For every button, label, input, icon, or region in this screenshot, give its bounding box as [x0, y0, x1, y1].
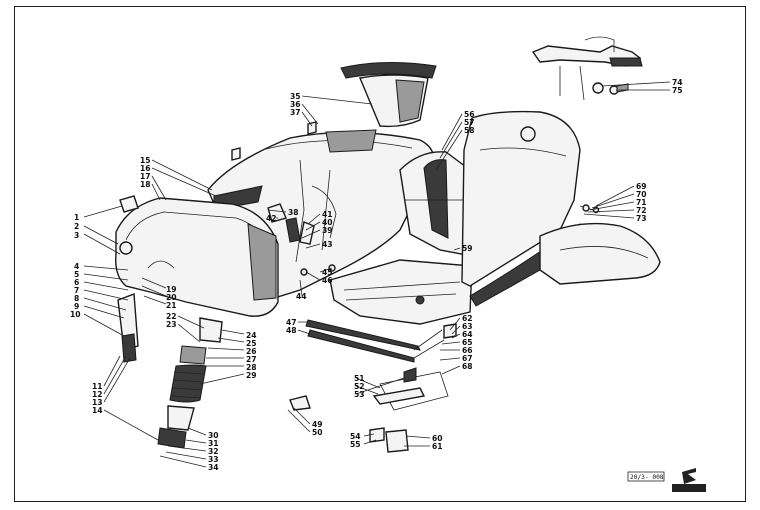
label-62: 62 — [462, 314, 473, 323]
label-38: 38 — [288, 208, 299, 217]
label-17: 17 — [140, 172, 151, 181]
label-40: 40 — [322, 218, 333, 227]
label-61: 61 — [432, 442, 443, 451]
label-21: 21 — [166, 301, 177, 310]
label-68: 68 — [462, 362, 473, 371]
label-7: 7 — [74, 286, 79, 295]
label-6: 6 — [74, 278, 79, 287]
label-5: 5 — [74, 270, 79, 279]
side-panel — [115, 195, 279, 317]
label-41: 41 — [322, 210, 333, 219]
label-26: 26 — [246, 347, 257, 356]
label-36: 36 — [290, 100, 301, 109]
label-63: 63 — [462, 322, 473, 331]
label-27: 27 — [246, 355, 257, 364]
label-9: 9 — [74, 302, 79, 311]
label-13: 13 — [92, 398, 103, 407]
label-8: 8 — [74, 294, 79, 303]
handlebar-detail — [531, 36, 643, 101]
label-22: 22 — [166, 312, 177, 321]
label-57: 57 — [464, 118, 475, 127]
label-31: 31 — [208, 439, 219, 448]
label-28: 28 — [246, 363, 257, 372]
label-56: 56 — [464, 110, 475, 119]
label-33: 33 — [208, 455, 219, 464]
label-74: 74 — [672, 78, 683, 87]
label-64: 64 — [462, 330, 473, 339]
label-50: 50 — [312, 428, 323, 437]
drawing-border — [14, 6, 746, 502]
label-23: 23 — [166, 320, 177, 329]
drawing-code-box: 20/3- 008 — [627, 471, 665, 482]
frame-tunnel — [399, 151, 473, 257]
label-65: 65 — [462, 338, 473, 347]
label-43: 43 — [322, 240, 333, 249]
label-66: 66 — [462, 346, 473, 355]
brackets — [369, 427, 409, 453]
label-45: 45 — [322, 268, 333, 277]
label-39: 39 — [322, 226, 333, 235]
label-44: 44 — [296, 292, 307, 301]
rear-mudguard — [539, 222, 661, 285]
label-18: 18 — [140, 180, 151, 189]
label-46: 46 — [322, 276, 333, 285]
label-4: 4 — [74, 262, 79, 271]
label-73: 73 — [636, 214, 647, 223]
part-labels: 1 2 3 4 5 6 7 8 9 10 11 12 13 14 15 16 1… — [70, 78, 683, 472]
label-20: 20 — [166, 293, 177, 302]
label-75: 75 — [672, 86, 683, 95]
suspension-assembly — [117, 293, 223, 449]
label-2: 2 — [74, 222, 79, 231]
label-16: 16 — [140, 164, 151, 173]
label-35: 35 — [290, 92, 301, 101]
label-37: 37 — [290, 108, 301, 117]
label-47: 47 — [286, 318, 297, 327]
label-67: 67 — [462, 354, 473, 363]
label-51: 51 — [354, 374, 365, 383]
label-24: 24 — [246, 331, 257, 340]
drawing-code: 20/3- 008 — [630, 474, 664, 481]
label-42: 42 — [266, 214, 277, 223]
label-11: 11 — [92, 382, 103, 391]
label-14: 14 — [92, 406, 103, 415]
label-19: 19 — [166, 285, 177, 294]
footboard-runners — [289, 319, 449, 411]
label-48: 48 — [286, 326, 297, 335]
label-69: 69 — [636, 182, 647, 191]
label-15: 15 — [140, 156, 151, 165]
label-32: 32 — [208, 447, 219, 456]
steering-column-cover — [340, 61, 437, 128]
label-70: 70 — [636, 190, 647, 199]
label-71: 71 — [636, 198, 647, 207]
label-60: 60 — [432, 434, 443, 443]
floor-board — [329, 259, 473, 325]
label-3: 3 — [74, 231, 79, 240]
label-10: 10 — [70, 310, 81, 319]
label-12: 12 — [92, 390, 103, 399]
label-1: 1 — [74, 213, 79, 222]
label-30: 30 — [208, 431, 219, 440]
label-58: 58 — [464, 126, 475, 135]
label-55: 55 — [350, 440, 361, 449]
label-29: 29 — [246, 371, 257, 380]
leader-lines — [83, 81, 671, 468]
label-49: 49 — [312, 420, 323, 429]
manufacturer-logo — [672, 468, 706, 492]
label-34: 34 — [208, 463, 219, 472]
label-59: 59 — [462, 244, 473, 253]
label-52: 52 — [354, 382, 365, 391]
label-25: 25 — [246, 339, 257, 348]
label-53: 53 — [354, 390, 365, 399]
label-54: 54 — [350, 432, 361, 441]
label-72: 72 — [636, 206, 647, 215]
